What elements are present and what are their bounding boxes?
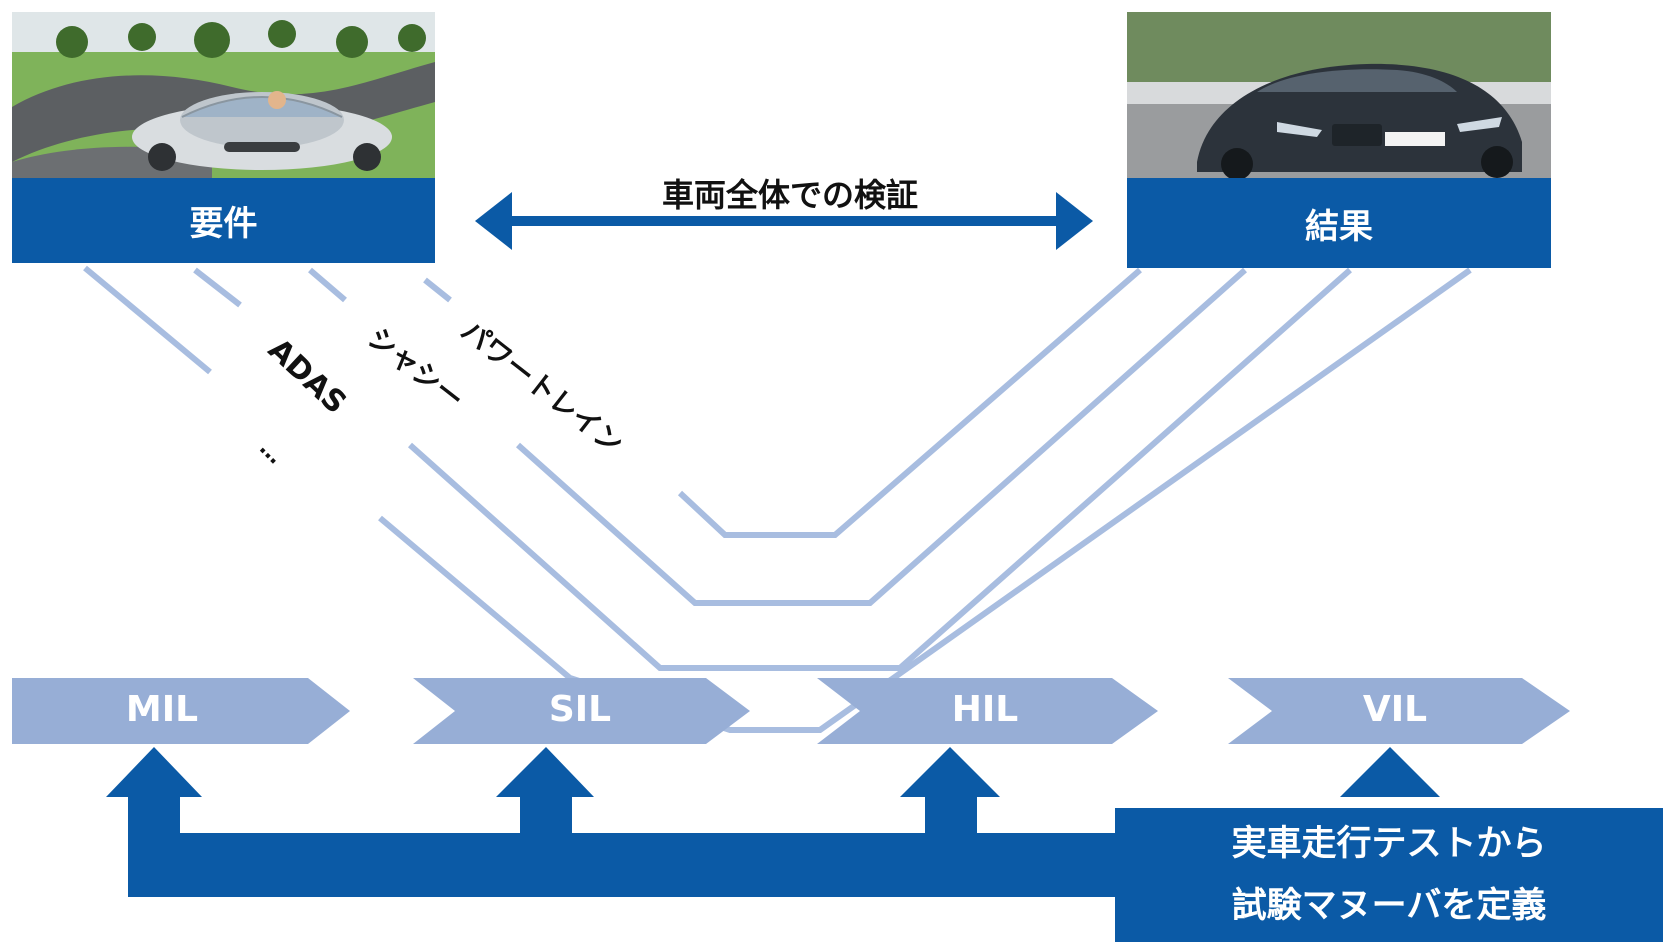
stage-chevrons [12, 678, 1570, 744]
v-lines [83, 265, 1472, 733]
test-maneuver-line-1: 実車走行テストから [1231, 824, 1547, 864]
requirements-label: 要件 [189, 204, 258, 244]
results-label: 結果 [1305, 206, 1373, 247]
other-v-line [83, 265, 212, 375]
stage-label-mil: MIL [125, 689, 199, 730]
arrow-up-mil [106, 747, 202, 797]
stage-chevron-mil [12, 678, 350, 744]
test-maneuver-line-2: 試験マヌーバを定義 [1231, 886, 1547, 926]
adas-v-line [193, 267, 242, 308]
adas-v-line-lower [408, 267, 1352, 671]
arrow-head-right [1056, 192, 1093, 250]
stage-chevron-vil [1228, 678, 1570, 744]
powertrain-v-line-lower [677, 267, 1142, 538]
stage-label-sil: SIL [548, 689, 612, 730]
powertrain-v-line [423, 277, 452, 303]
other-v-line-lower [378, 267, 1472, 733]
test-maneuver-box: 実車走行テストから 試験マヌーバを定義 [1115, 808, 1663, 942]
results-box: 結果 [1127, 178, 1551, 268]
concept-car-image [12, 12, 435, 180]
arrow-up-hil [900, 747, 1000, 797]
double-arrow [475, 192, 1093, 250]
chassis-v-line-lower [516, 267, 1247, 606]
stage-chevron-sil [413, 678, 750, 744]
arrow-up-vil [1340, 747, 1440, 797]
production-car-image [1127, 12, 1551, 180]
stage-chevron-hil [817, 678, 1158, 744]
arrow-head-left [475, 192, 512, 250]
stage-label-hil: HIL [951, 689, 1019, 730]
feedback-arrows [106, 747, 1440, 897]
requirements-box: 要件 [12, 178, 435, 263]
full-vehicle-validation-label: 車両全体での検証 [661, 176, 918, 214]
stage-label-vil: VIL [1362, 689, 1428, 730]
feedback-bar [128, 833, 1128, 897]
chassis-v-line [308, 267, 347, 303]
arrow-up-sil [496, 747, 594, 797]
